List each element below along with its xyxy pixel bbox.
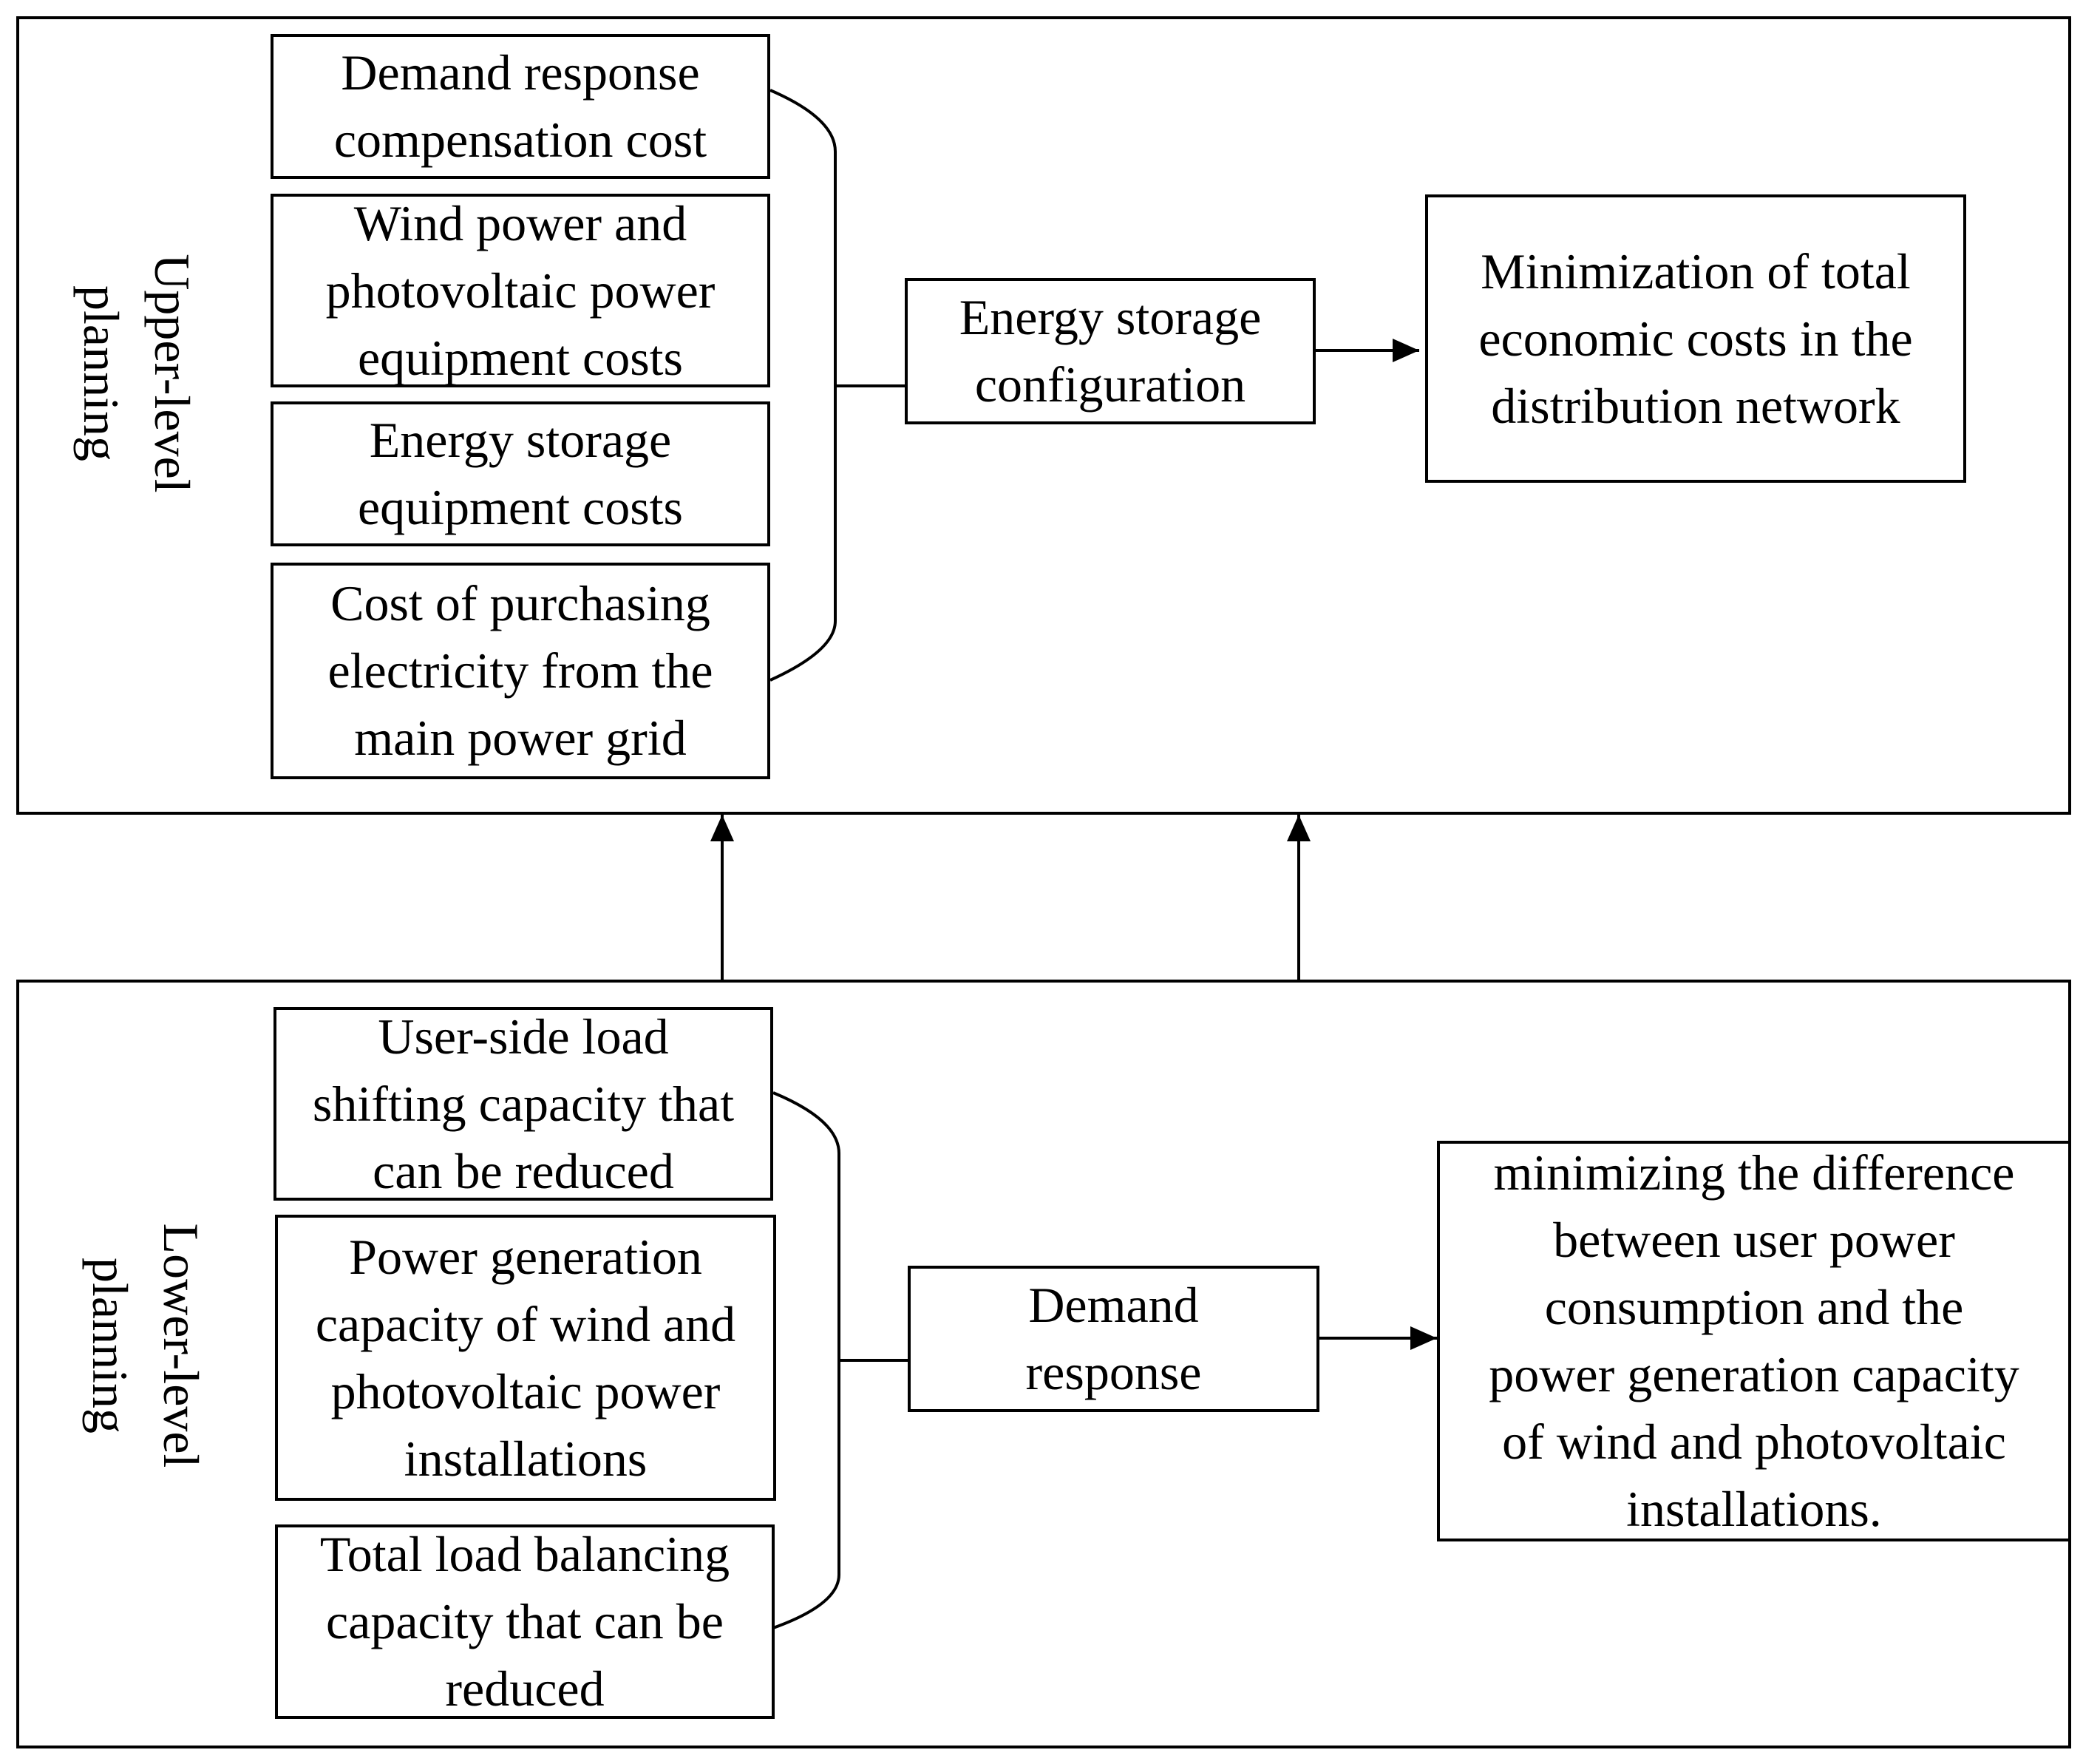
lower-item-load-shifting: User-side load shifting capacity that ca… bbox=[273, 1007, 773, 1201]
cost-item-wind-pv-equipment: Wind power and photovoltaic power equipm… bbox=[271, 194, 770, 387]
lower-item-generation-capacity: Power generation capacity of wind and ph… bbox=[275, 1215, 776, 1501]
lower-objective: minimizing the difference between user p… bbox=[1437, 1141, 2071, 1541]
cost-item-energy-storage-equipment: Energy storage equipment costs bbox=[271, 401, 770, 546]
lower-level-label: Lower-level planning bbox=[82, 1223, 209, 1468]
demand-response: Demand response bbox=[908, 1266, 1319, 1412]
cost-item-purchasing-electricity: Cost of purchasing electricity from the … bbox=[271, 563, 770, 779]
upper-level-label: Upper-level planning bbox=[73, 254, 200, 493]
upper-objective: Minimization of total economic costs in … bbox=[1425, 194, 1966, 483]
cost-item-demand-response: Demand response compensation cost bbox=[271, 34, 770, 179]
lower-bracket bbox=[772, 1091, 840, 1629]
upper-level-panel bbox=[16, 16, 2071, 815]
energy-storage-configuration: Energy storage configuration bbox=[905, 278, 1316, 424]
lower-item-load-balancing: Total load balancing capacity that can b… bbox=[275, 1524, 775, 1719]
